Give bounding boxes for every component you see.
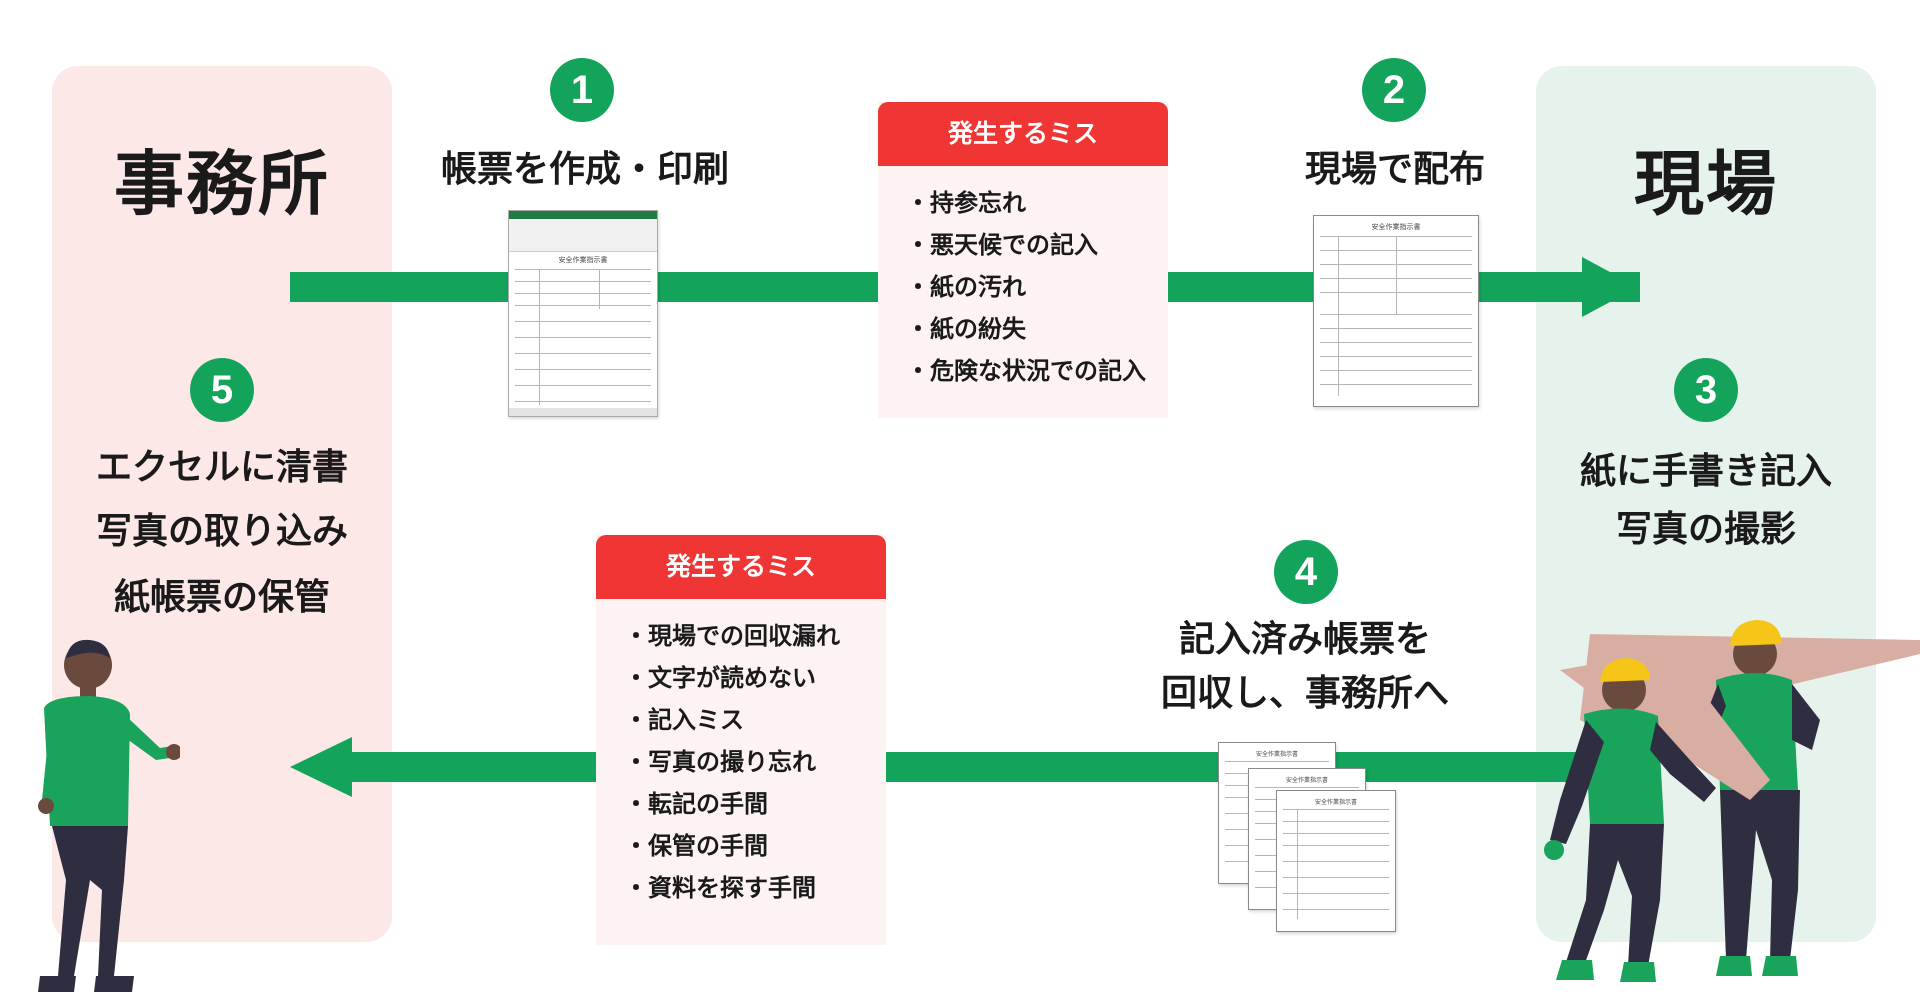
paper-stack-icon: 安全作業指示書 安全作業指示書 安全作業指示書 (1218, 742, 1398, 932)
bottom-miss-box: 発生するミス ・現場での回収漏れ ・文字が読めない ・記入ミス ・写真の撮り忘れ… (596, 535, 886, 945)
step-5-line-2: 写真の取り込み (95, 511, 348, 552)
step-4-line-2: 回収し、事務所へ (1160, 673, 1449, 714)
bottom-miss-item: ・現場での回収漏れ (624, 622, 840, 650)
bottom-miss-header: 発生するミス (596, 535, 886, 599)
step-5-line-3: 紙帳票の保管 (113, 577, 330, 618)
step-5-badge: 5 (190, 358, 254, 422)
top-miss-item: ・悪天候での記入 (906, 231, 1098, 259)
top-miss-item: ・紙の汚れ (906, 273, 1026, 301)
bottom-miss-item: ・文字が読めない (624, 664, 816, 692)
top-miss-box: 発生するミス ・持参忘れ ・悪天候での記入 ・紙の汚れ ・紙の紛失 ・危険な状況… (878, 102, 1168, 418)
bottom-miss-item: ・資料を探す手間 (624, 874, 816, 902)
site-title: 現場 (1634, 143, 1778, 225)
step-3-line-2: 写真の撮影 (1615, 509, 1796, 550)
top-miss-item: ・危険な状況での記入 (906, 357, 1146, 385)
office-title: 事務所 (114, 143, 330, 225)
bottom-miss-item: ・保管の手間 (624, 832, 768, 860)
top-miss-item: ・持参忘れ (906, 189, 1026, 217)
paper-form-icon: 安全作業指示書 (1313, 215, 1479, 407)
bottom-arrow-shaft (350, 752, 1580, 782)
step-4-badge: 4 (1274, 540, 1338, 604)
bottom-miss-item: ・転記の手間 (624, 790, 768, 818)
excel-sheet-icon: 安全作業指示書 (508, 210, 658, 417)
office-worker-illustration (38, 639, 180, 992)
step-2-badge: 2 (1362, 58, 1426, 122)
step-3-line-1: 紙に手書き記入 (1579, 451, 1832, 492)
step-3-badge: 3 (1674, 358, 1738, 422)
bottom-arrow-head (290, 737, 352, 797)
step-1-label: 帳票を作成・印刷 (440, 149, 729, 190)
step-2-label: 現場で配布 (1304, 149, 1485, 190)
bottom-miss-item: ・記入ミス (624, 706, 744, 734)
construction-workers-illustration (1544, 620, 1920, 982)
step-1-badge: 1 (550, 58, 614, 122)
top-miss-item: ・紙の紛失 (906, 315, 1026, 343)
top-miss-header: 発生するミス (878, 102, 1168, 166)
top-arrow-head (1582, 257, 1638, 317)
step-4-line-1: 記入済み帳票を (1178, 619, 1431, 660)
step-5-line-1: エクセルに清書 (95, 447, 348, 488)
bottom-miss-item: ・写真の撮り忘れ (624, 748, 816, 776)
